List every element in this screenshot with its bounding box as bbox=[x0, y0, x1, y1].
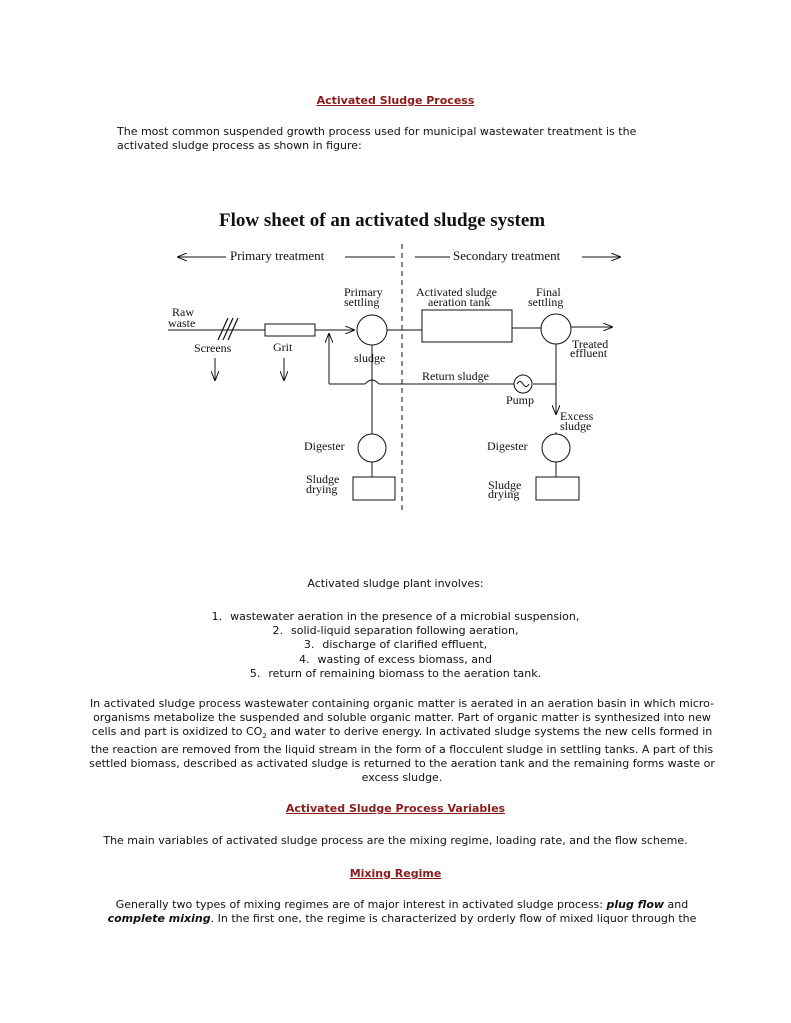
page-title: Activated Sludge Process bbox=[316, 94, 475, 107]
primary-label: Primary bbox=[344, 285, 383, 299]
list-text: return of remaining biomass to the aerat… bbox=[268, 666, 542, 680]
list-item: 4. wasting of excess biomass, and bbox=[0, 653, 791, 667]
body-line: In activated sludge process wastewater c… bbox=[89, 697, 715, 710]
list-text: wastewater aeration in the presence of a… bbox=[230, 610, 580, 623]
variables-paragraph: The main variables of activated sludge p… bbox=[103, 834, 688, 847]
effluent-label: effluent bbox=[570, 346, 608, 360]
primary-settling-tank bbox=[356, 314, 388, 346]
list-number: 5. bbox=[249, 666, 261, 680]
mixing-text: . In the first one, the regime is charac… bbox=[210, 912, 697, 925]
diagram-title: Flow sheet of an activated sludge system bbox=[219, 210, 545, 231]
variables-heading: Activated Sludge Process Variables bbox=[285, 802, 506, 815]
mixing-paragraph: Generally two types of mixing regimes ar… bbox=[72, 898, 732, 926]
waste-label: waste bbox=[168, 316, 195, 330]
list-item: 2. solid-liquid separation following aera… bbox=[0, 624, 791, 638]
screen-bar bbox=[217, 317, 229, 341]
pump-symbol bbox=[516, 381, 530, 387]
body-line: settled biomass, described as activated … bbox=[89, 757, 715, 771]
aeration-tank bbox=[421, 309, 513, 343]
list-item: 1. wastewater aeration in the presence of… bbox=[0, 610, 791, 624]
primary-sludge-label: sludge bbox=[354, 351, 385, 365]
body-paragraph: In activated sludge process wastewater c… bbox=[72, 697, 732, 785]
body-line: the reaction are removed from the liquid… bbox=[90, 743, 714, 757]
return-sludge-label: Return sludge bbox=[422, 369, 489, 383]
list-number: 2. bbox=[272, 624, 284, 638]
list-text: solid-liquid separation following aerati… bbox=[291, 624, 519, 638]
drying-left-label: drying bbox=[306, 482, 337, 496]
excess-label: Excess bbox=[560, 409, 594, 423]
primary-settling-label: settling bbox=[344, 295, 379, 309]
pump-label: Pump bbox=[506, 393, 534, 407]
mixing-text: and bbox=[664, 898, 689, 911]
list-text: wasting of excess biomass, and bbox=[317, 652, 492, 666]
body-line: organisms metabolize the suspended and s… bbox=[93, 711, 711, 724]
digester-right-label: Digester bbox=[487, 439, 528, 453]
sludge-left-label: Sludge bbox=[306, 472, 339, 486]
secondary-treatment-label: Secondary treatment bbox=[453, 248, 561, 263]
activated-sludge-label: Activated sludge bbox=[416, 285, 497, 299]
complete-mixing-term: complete mixing bbox=[107, 912, 211, 925]
plant-intro: Activated sludge plant involves: bbox=[307, 577, 484, 590]
list-text: discharge of clarified effluent, bbox=[322, 638, 488, 652]
intro-line: activated sludge process as shown in fig… bbox=[117, 139, 362, 152]
process-steps-list: 1. wastewater aeration in the presence of… bbox=[0, 610, 791, 681]
final-settling-label: settling bbox=[528, 295, 563, 309]
intro-paragraph: The most common suspended growth process… bbox=[117, 125, 677, 153]
raw-label: Raw bbox=[172, 305, 194, 319]
mixing-heading: Mixing Regime bbox=[349, 867, 442, 880]
list-number: 1. bbox=[211, 610, 223, 623]
screen-bar bbox=[227, 317, 239, 341]
sludge-drying-right bbox=[535, 476, 580, 501]
grit-label: Grit bbox=[273, 340, 293, 354]
subscript: 2 bbox=[262, 732, 267, 741]
final-label: Final bbox=[536, 285, 561, 299]
final-settling-tank bbox=[540, 313, 572, 345]
list-number: 3. bbox=[303, 638, 315, 652]
digester-left-label: Digester bbox=[304, 439, 345, 453]
flow-sheet-diagram: Flow sheet of an activated sludge system… bbox=[168, 210, 640, 510]
grit-chamber bbox=[264, 323, 316, 337]
screens-label: Screens bbox=[194, 341, 232, 355]
drying-right-label: drying bbox=[488, 487, 519, 501]
plug-flow-term: plug flow bbox=[606, 898, 665, 911]
sludge-right-label: Sludge bbox=[488, 478, 521, 492]
excess-sludge-label: sludge bbox=[560, 419, 591, 433]
list-item: 3. discharge of clarified effluent, bbox=[0, 638, 791, 652]
digester-right bbox=[541, 433, 571, 463]
list-item: 5. return of remaining biomass to the aer… bbox=[0, 667, 791, 681]
aeration-tank-label: aeration tank bbox=[428, 295, 490, 309]
list-number: 4. bbox=[299, 652, 310, 666]
body-text: and water to derive energy. In activated… bbox=[266, 725, 713, 738]
body-line: cells and part is oxidized to CO2 and wa… bbox=[72, 725, 732, 743]
intro-line: The most common suspended growth process… bbox=[117, 125, 637, 138]
body-line: excess sludge. bbox=[361, 771, 443, 785]
sludge-drying-left bbox=[352, 476, 396, 501]
body-text: cells and part is oxidized to CO bbox=[91, 725, 263, 738]
mixing-text: Generally two types of mixing regimes ar… bbox=[115, 898, 607, 911]
treated-label: Treated bbox=[572, 337, 608, 351]
primary-treatment-label: Primary treatment bbox=[230, 248, 325, 263]
screen-bar bbox=[222, 317, 234, 341]
digester-left bbox=[357, 433, 387, 463]
